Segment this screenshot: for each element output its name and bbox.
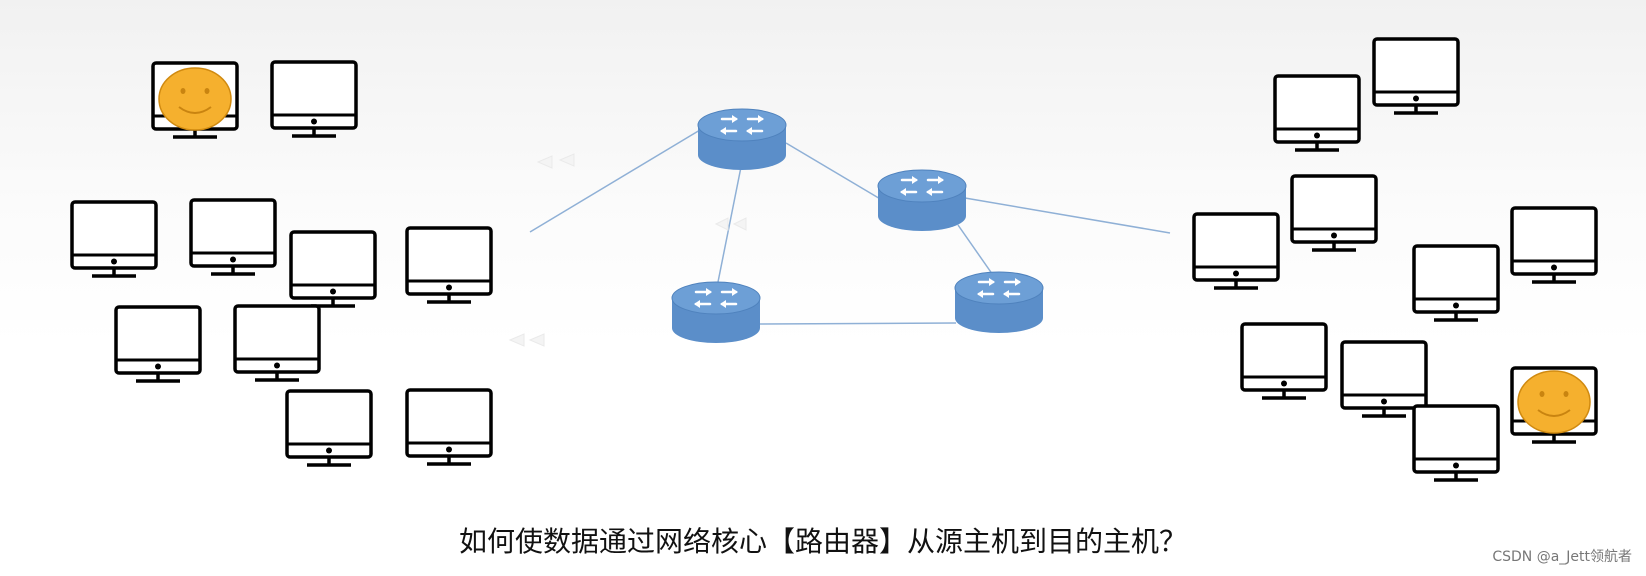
watermark: CSDN @a_Jett领航者 bbox=[1492, 549, 1632, 565]
left-host-cluster bbox=[70, 60, 493, 467]
router-d-icon bbox=[953, 270, 1045, 335]
router-c-icon bbox=[670, 280, 762, 345]
computer-monitor-icon bbox=[189, 198, 277, 276]
faded-arrow-6 bbox=[528, 333, 545, 347]
router-a-icon bbox=[696, 107, 788, 172]
computer-monitor-icon bbox=[1510, 206, 1598, 284]
link-router-b-to-hosts bbox=[964, 197, 1171, 234]
computer-monitor-icon bbox=[405, 388, 493, 466]
computer-monitor-icon bbox=[405, 226, 493, 304]
faded-arrow-4 bbox=[732, 217, 747, 231]
computer-monitor-icon bbox=[285, 389, 373, 467]
faded-arrow-1 bbox=[536, 155, 553, 169]
faded-arrow-3 bbox=[714, 217, 729, 231]
link-router-c-to-router-d bbox=[755, 322, 957, 325]
computer-monitor-icon bbox=[1273, 74, 1361, 152]
link-hosts-to-router-a bbox=[529, 129, 701, 233]
computer-monitor-icon bbox=[1240, 322, 1328, 400]
link-router-b-to-router-d bbox=[957, 224, 996, 279]
computer-monitor-icon bbox=[1412, 244, 1500, 322]
link-router-a-to-router-c bbox=[715, 161, 743, 293]
computer-monitor-icon bbox=[1372, 37, 1460, 115]
computer-monitor-icon bbox=[289, 230, 377, 308]
router-b-icon bbox=[876, 168, 968, 233]
faded-arrow-5 bbox=[508, 333, 525, 347]
computer-monitor-icon bbox=[70, 200, 158, 278]
diagram-caption: 如何使数据通过网络核心【路由器】从源主机到目的主机？ bbox=[458, 525, 1187, 558]
faded-arrow-2 bbox=[558, 153, 575, 167]
smiley-face-icon bbox=[158, 67, 232, 131]
computer-monitor-icon bbox=[1340, 340, 1428, 418]
faded-arrows bbox=[508, 153, 747, 347]
smiley-face-icon bbox=[1517, 370, 1591, 434]
computer-monitor-icon bbox=[270, 60, 358, 138]
computer-monitor-icon bbox=[233, 304, 321, 382]
right-host-cluster bbox=[1192, 37, 1598, 482]
computer-monitor-icon bbox=[1290, 174, 1378, 252]
network-links bbox=[529, 129, 1171, 325]
computer-monitor-icon bbox=[114, 305, 202, 383]
computer-monitor-icon bbox=[1412, 404, 1500, 482]
computer-monitor-icon bbox=[1192, 212, 1280, 290]
link-router-a-to-router-b bbox=[785, 142, 883, 201]
